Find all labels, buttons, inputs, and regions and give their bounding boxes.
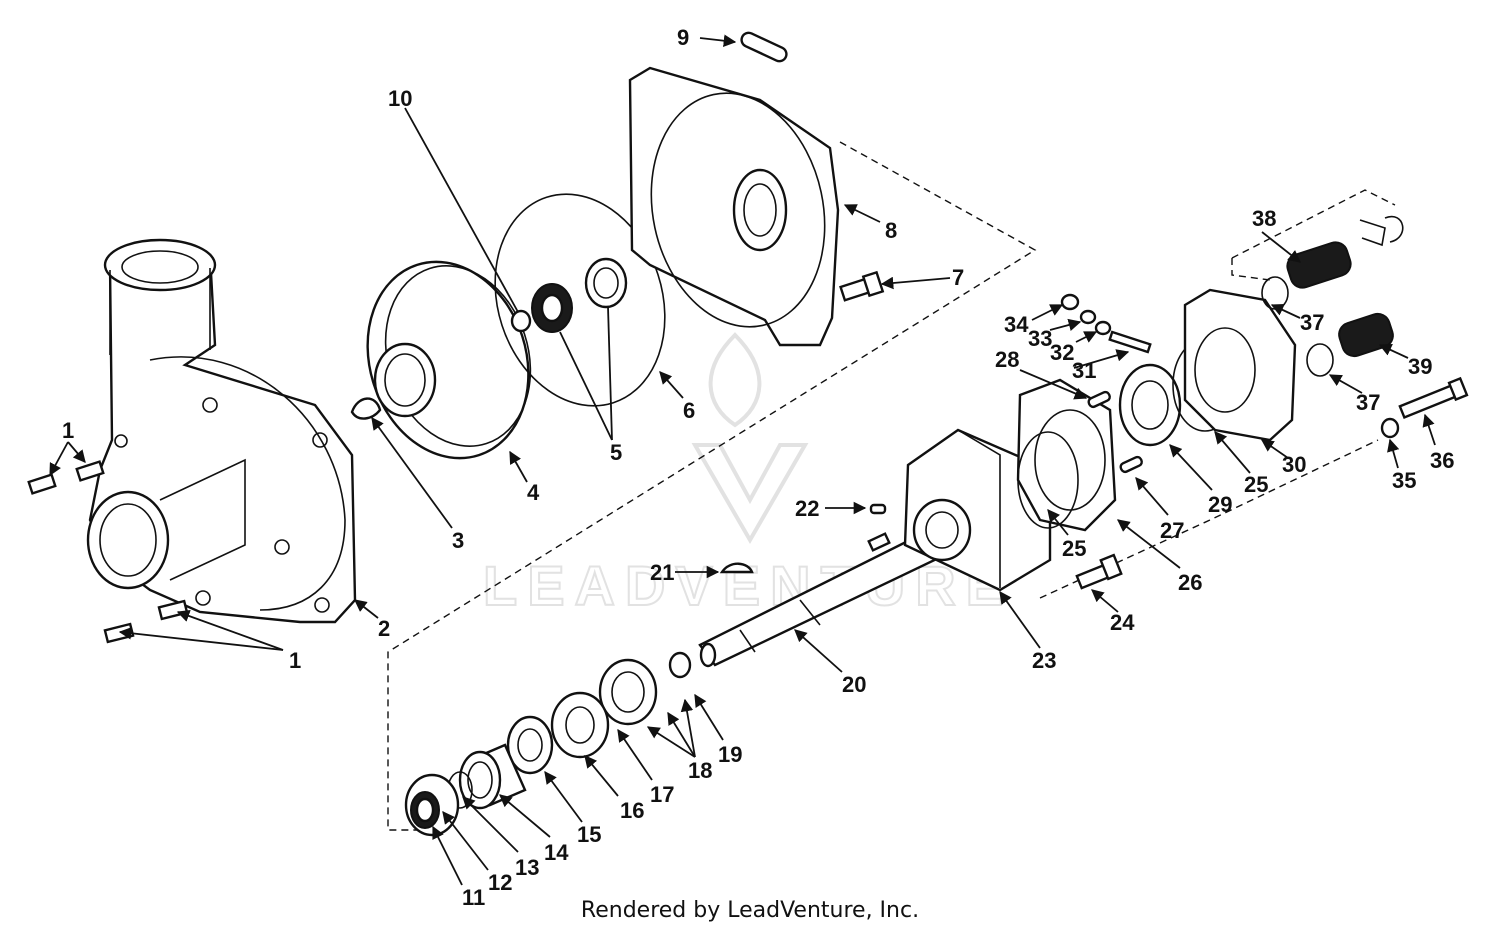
- stud-nut-washers: [1060, 293, 1152, 354]
- bearing-stack: [404, 651, 692, 837]
- washer-35: [1380, 417, 1400, 439]
- label-17: 17: [650, 782, 674, 807]
- pin-22: [869, 503, 887, 515]
- label-6: 6: [683, 398, 695, 423]
- watermark-text: LEADVENTURE: [483, 554, 1013, 617]
- label-13: 13: [515, 855, 539, 880]
- label-1b: 1: [289, 648, 301, 673]
- pin-28: [1087, 390, 1111, 409]
- key-9: [740, 31, 788, 63]
- label-2: 2: [378, 616, 390, 641]
- label-19: 19: [718, 742, 742, 767]
- label-15: 15: [577, 822, 601, 847]
- washer-10: [510, 309, 532, 333]
- label-18: 18: [688, 758, 712, 783]
- label-11: 11: [462, 885, 485, 910]
- label-33: 33: [1028, 326, 1052, 351]
- o-ring: [494, 193, 666, 407]
- impeller-nut: [350, 397, 382, 420]
- gasket-plate: [1016, 378, 1117, 532]
- label-16: 16: [620, 798, 644, 823]
- gear-rotor: [1118, 363, 1182, 447]
- label-29: 29: [1208, 492, 1232, 517]
- label-31: 31: [1072, 358, 1096, 383]
- label-22: 22: [795, 496, 819, 521]
- pump-body: [1183, 288, 1297, 442]
- label-4: 4: [527, 480, 540, 505]
- label-32: 32: [1050, 340, 1074, 365]
- label-26: 26: [1178, 570, 1202, 595]
- bolt-36: [1398, 376, 1469, 419]
- woodruff-key: [719, 562, 754, 574]
- label-38: 38: [1252, 206, 1276, 231]
- label-36: 36: [1430, 448, 1454, 473]
- label-27: 27: [1160, 518, 1184, 543]
- label-10: 10: [388, 86, 412, 111]
- mechanical-seal: [531, 257, 628, 333]
- bolt-24: [1075, 553, 1123, 590]
- seal-plate: [628, 66, 840, 347]
- pump-casing: [86, 238, 357, 624]
- part-labels: 1 1 2 3 4 5 6 7 8 9 10 11 12 13 14 15 16…: [62, 25, 1454, 910]
- label-37a: 37: [1300, 310, 1324, 335]
- label-25b: 25: [1244, 472, 1268, 497]
- footer-credit: Rendered by LeadVenture, Inc.: [580, 898, 920, 923]
- label-28: 28: [995, 347, 1019, 372]
- label-35: 35: [1392, 468, 1416, 493]
- label-5: 5: [610, 440, 622, 465]
- leader-lines: [49, 34, 1436, 886]
- label-21: 21: [650, 560, 674, 585]
- label-30: 30: [1282, 452, 1306, 477]
- label-25a: 25: [1062, 536, 1086, 561]
- label-12: 12: [488, 870, 512, 895]
- bolt-7: [839, 270, 885, 302]
- label-20: 20: [842, 672, 866, 697]
- label-24: 24: [1110, 610, 1135, 635]
- label-34: 34: [1004, 312, 1029, 337]
- label-9: 9: [677, 25, 689, 50]
- label-7: 7: [952, 265, 964, 290]
- pin-27: [1119, 455, 1143, 474]
- bearing-housing: [903, 428, 1052, 592]
- label-14: 14: [544, 840, 569, 865]
- label-1a: 1: [62, 418, 74, 443]
- label-3: 3: [452, 528, 464, 553]
- impeller: [366, 260, 532, 460]
- label-37b: 37: [1356, 390, 1380, 415]
- label-23: 23: [1032, 648, 1056, 673]
- label-39: 39: [1408, 354, 1432, 379]
- label-8: 8: [885, 218, 897, 243]
